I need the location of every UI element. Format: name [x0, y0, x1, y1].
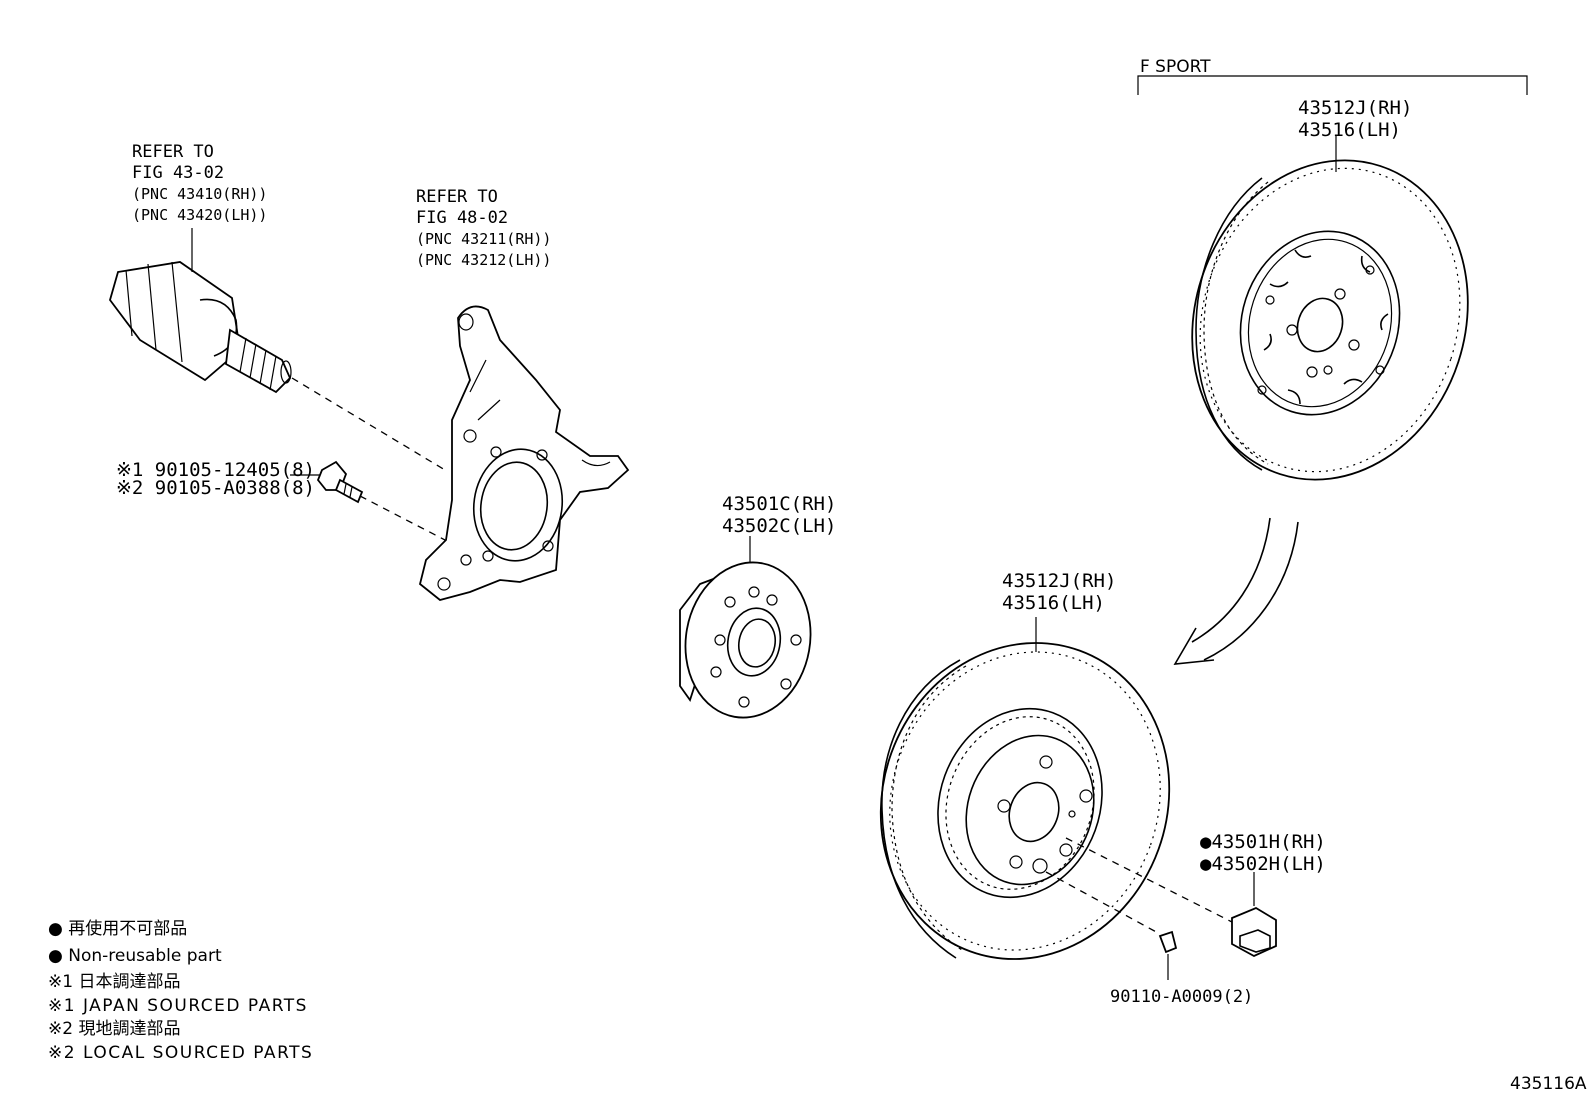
screw-label: 90110-A0009(2): [1110, 987, 1253, 1007]
replacement-arrow: [1173, 517, 1299, 665]
f-sport-label: F SPORT: [1140, 57, 1211, 77]
fsport-rotor-label-lh: 43516(LH): [1298, 119, 1401, 141]
legend-line-3: ※1 日本調達部品: [48, 972, 180, 992]
bolt-label-1: ※1 90105-12405(8): [116, 459, 315, 481]
steering-knuckle: REFER TO FIG 48-02 (PNC 43211(RH)) (PNC …: [416, 187, 630, 601]
knuckle-ref-4: (PNC 43212(LH)): [416, 251, 551, 269]
legend-line-6: ※2 LOCAL SOURCED PARTS: [48, 1043, 313, 1063]
hub-nut-label-lh: ●43502H(LH): [1200, 853, 1326, 875]
axle-hub: 43501C(RH) 43502C(LH): [679, 493, 836, 719]
hub-nut-label-rh: ●43501H(RH): [1200, 831, 1326, 853]
hub-bolt: ※1 90105-12405(8) ※2 90105-A0388(8): [116, 459, 446, 541]
drive-shaft-ref-3: (PNC 43410(RH)): [132, 185, 267, 203]
drive-shaft-ref-4: (PNC 43420(LH)): [132, 206, 267, 224]
legend-line-4: ※1 JAPAN SOURCED PARTS: [48, 996, 308, 1016]
knuckle-ref-2: FIG 48-02: [416, 208, 508, 228]
legend-line-5: ※2 現地調達部品: [48, 1019, 180, 1039]
rotor-set-screw: 90110-A0009(2): [1045, 871, 1253, 1007]
legend-line-2: ● Non-reusable part: [48, 946, 222, 966]
fsport-brake-rotor: 43512J(RH) 43516(LH): [1191, 97, 1469, 481]
hub-label-lh: 43502C(LH): [722, 515, 836, 537]
fsport-rotor-label-rh: 43512J(RH): [1298, 97, 1412, 119]
bolt-label-2: ※2 90105-A0388(8): [116, 477, 315, 499]
legend-line-1: ● 再使用不可部品: [48, 918, 187, 939]
drive-shaft-ref-2: FIG 43-02: [132, 163, 224, 183]
f-sport-bracket: [1137, 75, 1528, 95]
figure-id: 435116A: [1510, 1074, 1587, 1094]
rotor-label-rh: 43512J(RH): [1002, 570, 1116, 592]
hub-nut: ●43501H(RH) ●43502H(LH): [1065, 831, 1326, 958]
hub-label-rh: 43501C(RH): [722, 493, 836, 515]
drive-shaft-ref-1: REFER TO: [132, 142, 214, 162]
knuckle-ref-3: (PNC 43211(RH)): [416, 230, 551, 248]
f-sport-group: F SPORT: [1137, 57, 1528, 95]
knuckle-ref-1: REFER TO: [416, 187, 498, 207]
legend: ● 再使用不可部品 ● Non-reusable part ※1 日本調達部品 …: [48, 918, 313, 1063]
rotor-label-lh: 43516(LH): [1002, 592, 1105, 614]
standard-brake-rotor: 43512J(RH) 43516(LH): [879, 570, 1171, 960]
drive-shaft: REFER TO FIG 43-02 (PNC 43410(RH)) (PNC …: [109, 142, 446, 471]
